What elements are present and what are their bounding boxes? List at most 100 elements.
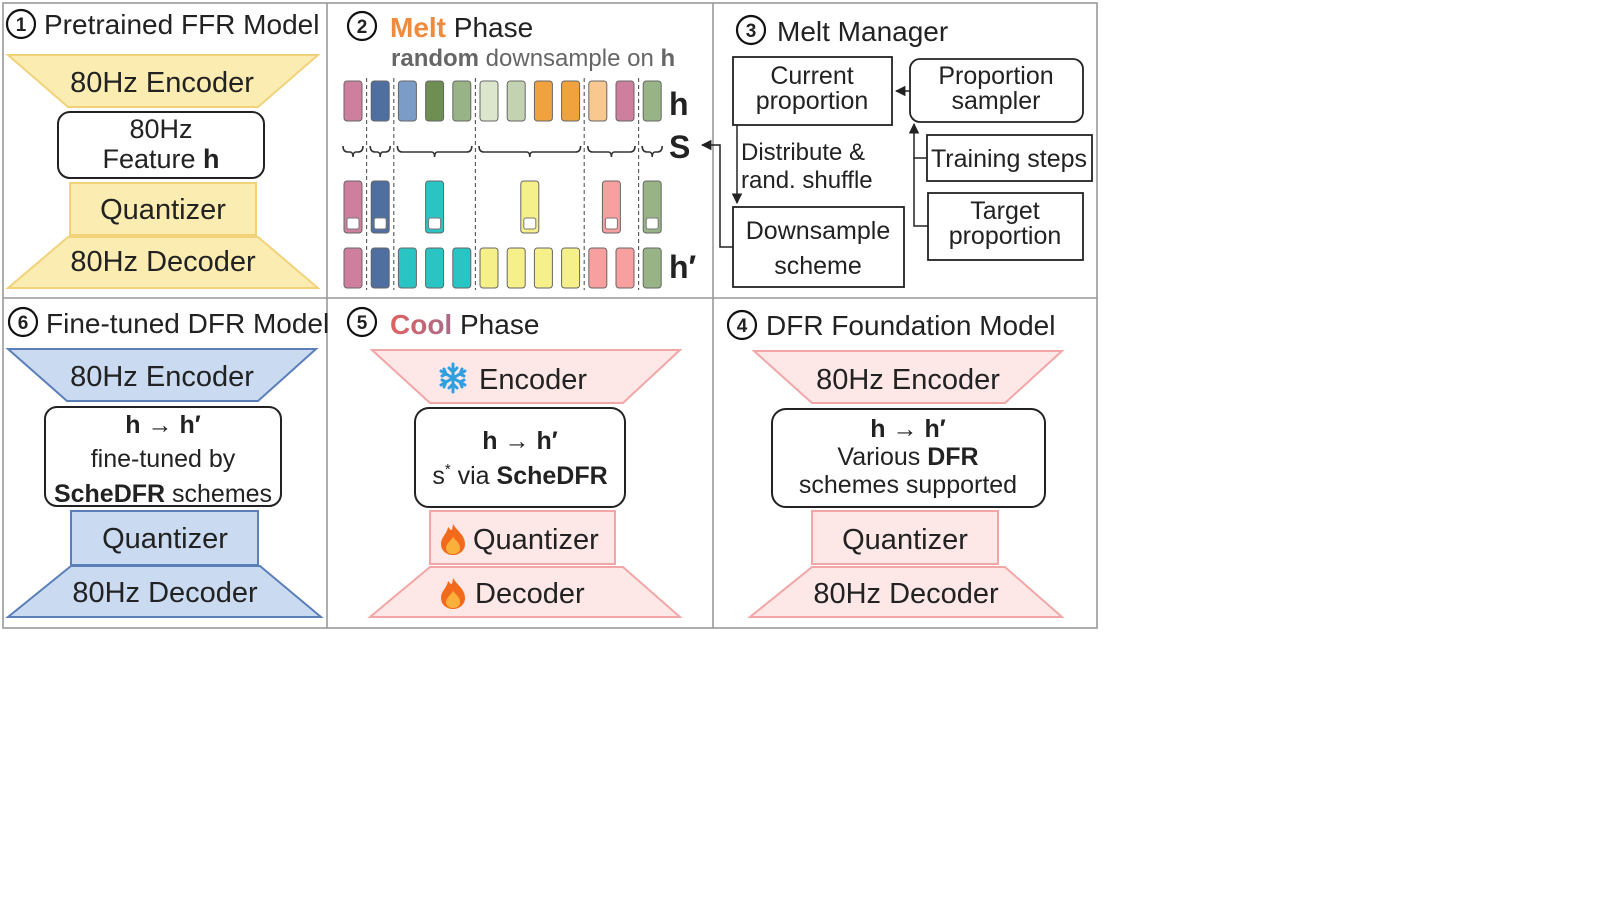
dfr-box	[771, 408, 1046, 508]
decoder-label: 80Hz Decoder	[813, 578, 999, 610]
dfr-line-3: schemes supported	[799, 471, 1017, 499]
svg-text:proportion: proportion	[949, 222, 1062, 250]
token-h	[452, 80, 472, 122]
panel-title: Cool Phase	[390, 309, 539, 340]
dfr-line-2: fine-tuned by	[91, 445, 236, 473]
group-brace	[369, 145, 391, 158]
panel-title: Pretrained FFR Model	[44, 9, 319, 40]
encoder-label: Encoder	[479, 364, 587, 396]
training-steps-box	[926, 134, 1093, 182]
panel-dfr-foundation-model: 4 DFR Foundation Model 80Hz Encoder h → …	[726, 309, 1065, 618]
token-h-prime	[370, 247, 390, 289]
panel-number-badge: 3	[735, 14, 767, 46]
encoder-label: 80Hz Encoder	[70, 67, 254, 99]
token-row-h-prime	[343, 247, 662, 289]
group-brace	[478, 145, 582, 158]
token-h	[370, 80, 390, 122]
quantizer-block	[69, 182, 257, 236]
encoder-label: 80Hz Encoder	[816, 364, 1000, 396]
panel-melt-manager: 3 Melt Manager Current proportion Propor…	[700, 14, 1093, 288]
token-h-prime	[506, 247, 526, 289]
token-h-prime	[533, 247, 553, 289]
distribute-label-2: rand. shuffle	[741, 167, 873, 194]
row-label-s: S	[669, 129, 690, 165]
token-h	[506, 80, 526, 122]
svg-text:Current: Current	[770, 62, 853, 90]
distribute-label-1: Distribute &	[741, 139, 865, 166]
token-h	[533, 80, 553, 122]
sampled-token-marker	[373, 217, 387, 230]
token-h-prime	[479, 247, 499, 289]
quantizer-block	[811, 510, 999, 565]
token-h	[425, 80, 445, 122]
token-h-prime	[588, 247, 608, 289]
token-h	[588, 80, 608, 122]
decoder-block	[5, 236, 321, 289]
panel-title: Fine-tuned DFR Model	[46, 308, 329, 339]
encoder-block	[751, 350, 1065, 404]
panel-number-badge: 4	[726, 309, 758, 341]
token-h	[642, 80, 662, 122]
svg-text:6: 6	[18, 313, 29, 334]
token-dividers	[366, 78, 640, 290]
panel-title: Melt Phase	[390, 12, 533, 43]
target-proportion-box	[927, 192, 1084, 261]
feature-line-2: Feature h	[102, 144, 219, 174]
feature-line-1: 80Hz	[129, 114, 192, 144]
panel-title: Melt Manager	[777, 16, 948, 47]
dfr-line-3: ScheDFR schemes	[54, 480, 272, 508]
sampled-token-marker	[523, 217, 537, 230]
token-h-prime	[425, 247, 445, 289]
svg-text:Proportion: Proportion	[938, 62, 1053, 90]
svg-text:1: 1	[16, 15, 27, 36]
panel-number-badge: 2	[346, 10, 378, 42]
panel-grid	[2, 2, 1098, 629]
svg-text:Downsample: Downsample	[746, 217, 891, 245]
quantizer-block	[429, 510, 616, 565]
panel-cool-phase: 5 Cool Phase Encoder h → h′ s* via ScheD…	[346, 306, 683, 618]
token-h	[397, 80, 417, 122]
group-brace	[587, 145, 636, 158]
svg-text:sampler: sampler	[952, 87, 1041, 115]
encoder-block	[5, 348, 319, 402]
token-h	[615, 80, 635, 122]
decoder-block	[747, 566, 1065, 618]
schedfr-line-2: s* via ScheDFR	[432, 461, 607, 490]
row-label-h-prime: h′	[669, 249, 697, 285]
panel-pretrained-ffr-model: 1 Pretrained FFR Model 80Hz Encoder 80Hz…	[5, 8, 321, 289]
token-h	[343, 80, 363, 122]
token-h	[479, 80, 499, 122]
token-h-prime	[397, 247, 417, 289]
panel-number-badge: 6	[7, 306, 39, 338]
quantizer-label: Quantizer	[842, 524, 968, 556]
svg-text:proportion: proportion	[756, 87, 869, 115]
panel-subtitle: random downsample on h	[391, 45, 675, 72]
decoder-label: Decoder	[475, 578, 585, 610]
sampled-token-marker	[645, 217, 659, 230]
schedfr-line-1: h → h′	[482, 427, 557, 455]
dfr-line-1: h → h′	[870, 415, 945, 443]
group-brace	[396, 145, 473, 158]
flame-icon	[441, 578, 465, 609]
svg-text:Target: Target	[970, 197, 1040, 225]
sampled-token-marker	[428, 217, 442, 230]
token-row-sampled	[343, 180, 662, 234]
encoder-block	[5, 54, 321, 108]
snowflake-icon	[439, 362, 467, 394]
svg-text:Training steps: Training steps	[931, 145, 1087, 173]
token-row-h	[343, 80, 662, 122]
svg-text:4: 4	[737, 316, 748, 337]
group-brace	[342, 145, 364, 158]
group-brace	[641, 145, 663, 158]
flame-icon	[441, 524, 465, 555]
decoder-block	[5, 565, 324, 618]
dfr-line-1: h → h′	[125, 411, 200, 439]
svg-text:scheme: scheme	[774, 252, 862, 280]
panel-number-badge: 1	[5, 8, 37, 40]
svg-text:3: 3	[746, 21, 757, 42]
decoder-label: 80Hz Decoder	[70, 246, 256, 278]
encoder-label: 80Hz Encoder	[70, 361, 254, 393]
svg-text:2: 2	[357, 17, 368, 38]
panel-fine-tuned-dfr-model: 6 Fine-tuned DFR Model 80Hz Encoder h → …	[5, 306, 329, 618]
